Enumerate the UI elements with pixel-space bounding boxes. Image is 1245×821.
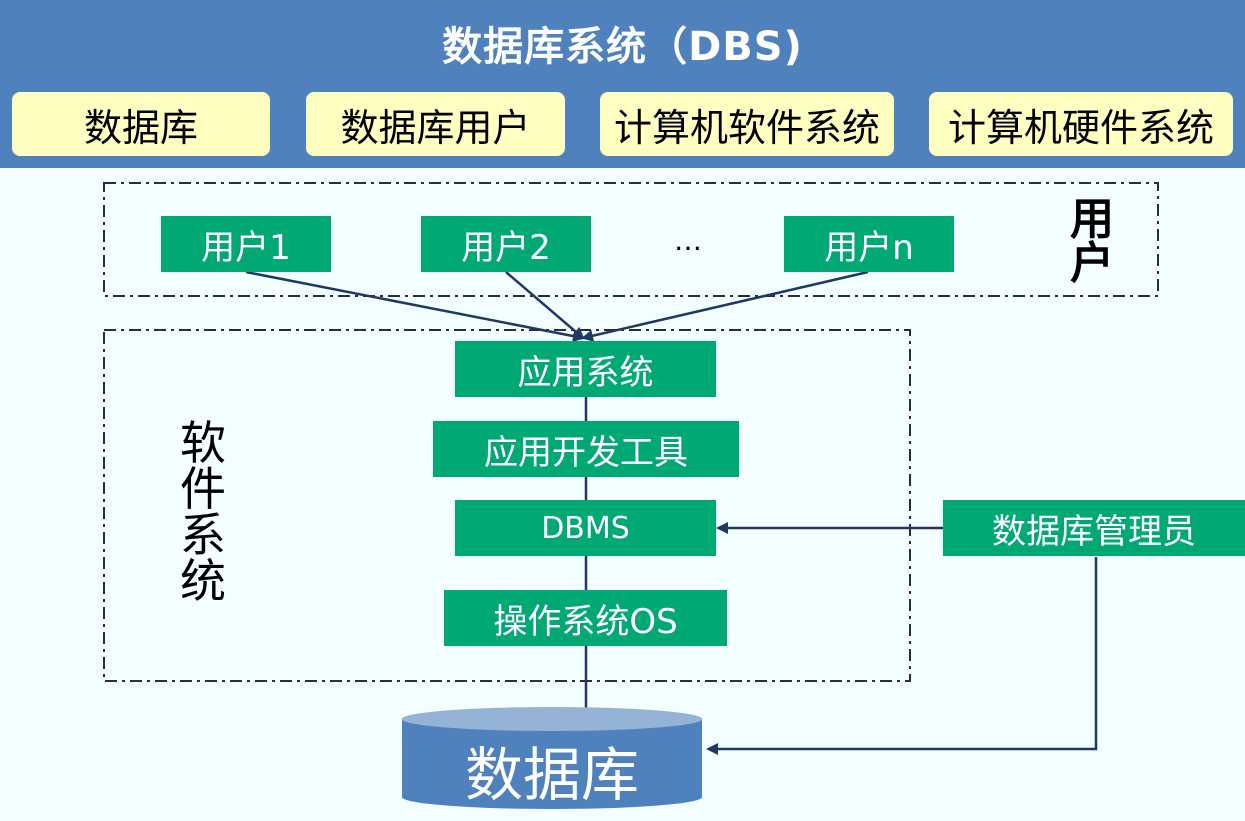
database-cylinder-label: 数据库 [464,741,639,809]
application-system-node: 应用系统 [455,341,716,397]
database-cylinder-body [402,719,702,809]
user-2-node: 用户2 [421,216,591,272]
component-software-system: 计算机软件系统 [600,92,894,156]
component-database-users: 数据库用户 [306,92,565,156]
users-group-label: 用户 [1070,194,1114,289]
component-database: 数据库 [12,92,270,156]
usern-connector [581,270,869,342]
user2-connector [505,271,585,340]
page-title: 数据库系统（DBS) [442,24,803,70]
admin-database-connector [706,557,1098,755]
user1-connector [245,270,585,342]
software-group-frame [103,329,911,682]
database-cylinder-top [402,707,702,731]
users-group-frame [103,182,1159,297]
header-band: 数据库系统（DBS) 数据库 数据库用户 计算机软件系统 计算机硬件系统 [0,0,1245,168]
database-admin-node: 数据库管理员 [943,500,1245,556]
app-dev-tools-node: 应用开发工具 [433,421,739,477]
component-hardware-system: 计算机硬件系统 [929,92,1233,156]
dbms-node: DBMS [455,500,716,556]
user-1-node: 用户1 [161,216,331,272]
operating-system-node: 操作系统OS [444,590,727,646]
software-group-label: 软件系统 [180,416,226,608]
users-ellipsis: … [674,224,702,257]
user-n-node: 用户n [784,216,954,272]
